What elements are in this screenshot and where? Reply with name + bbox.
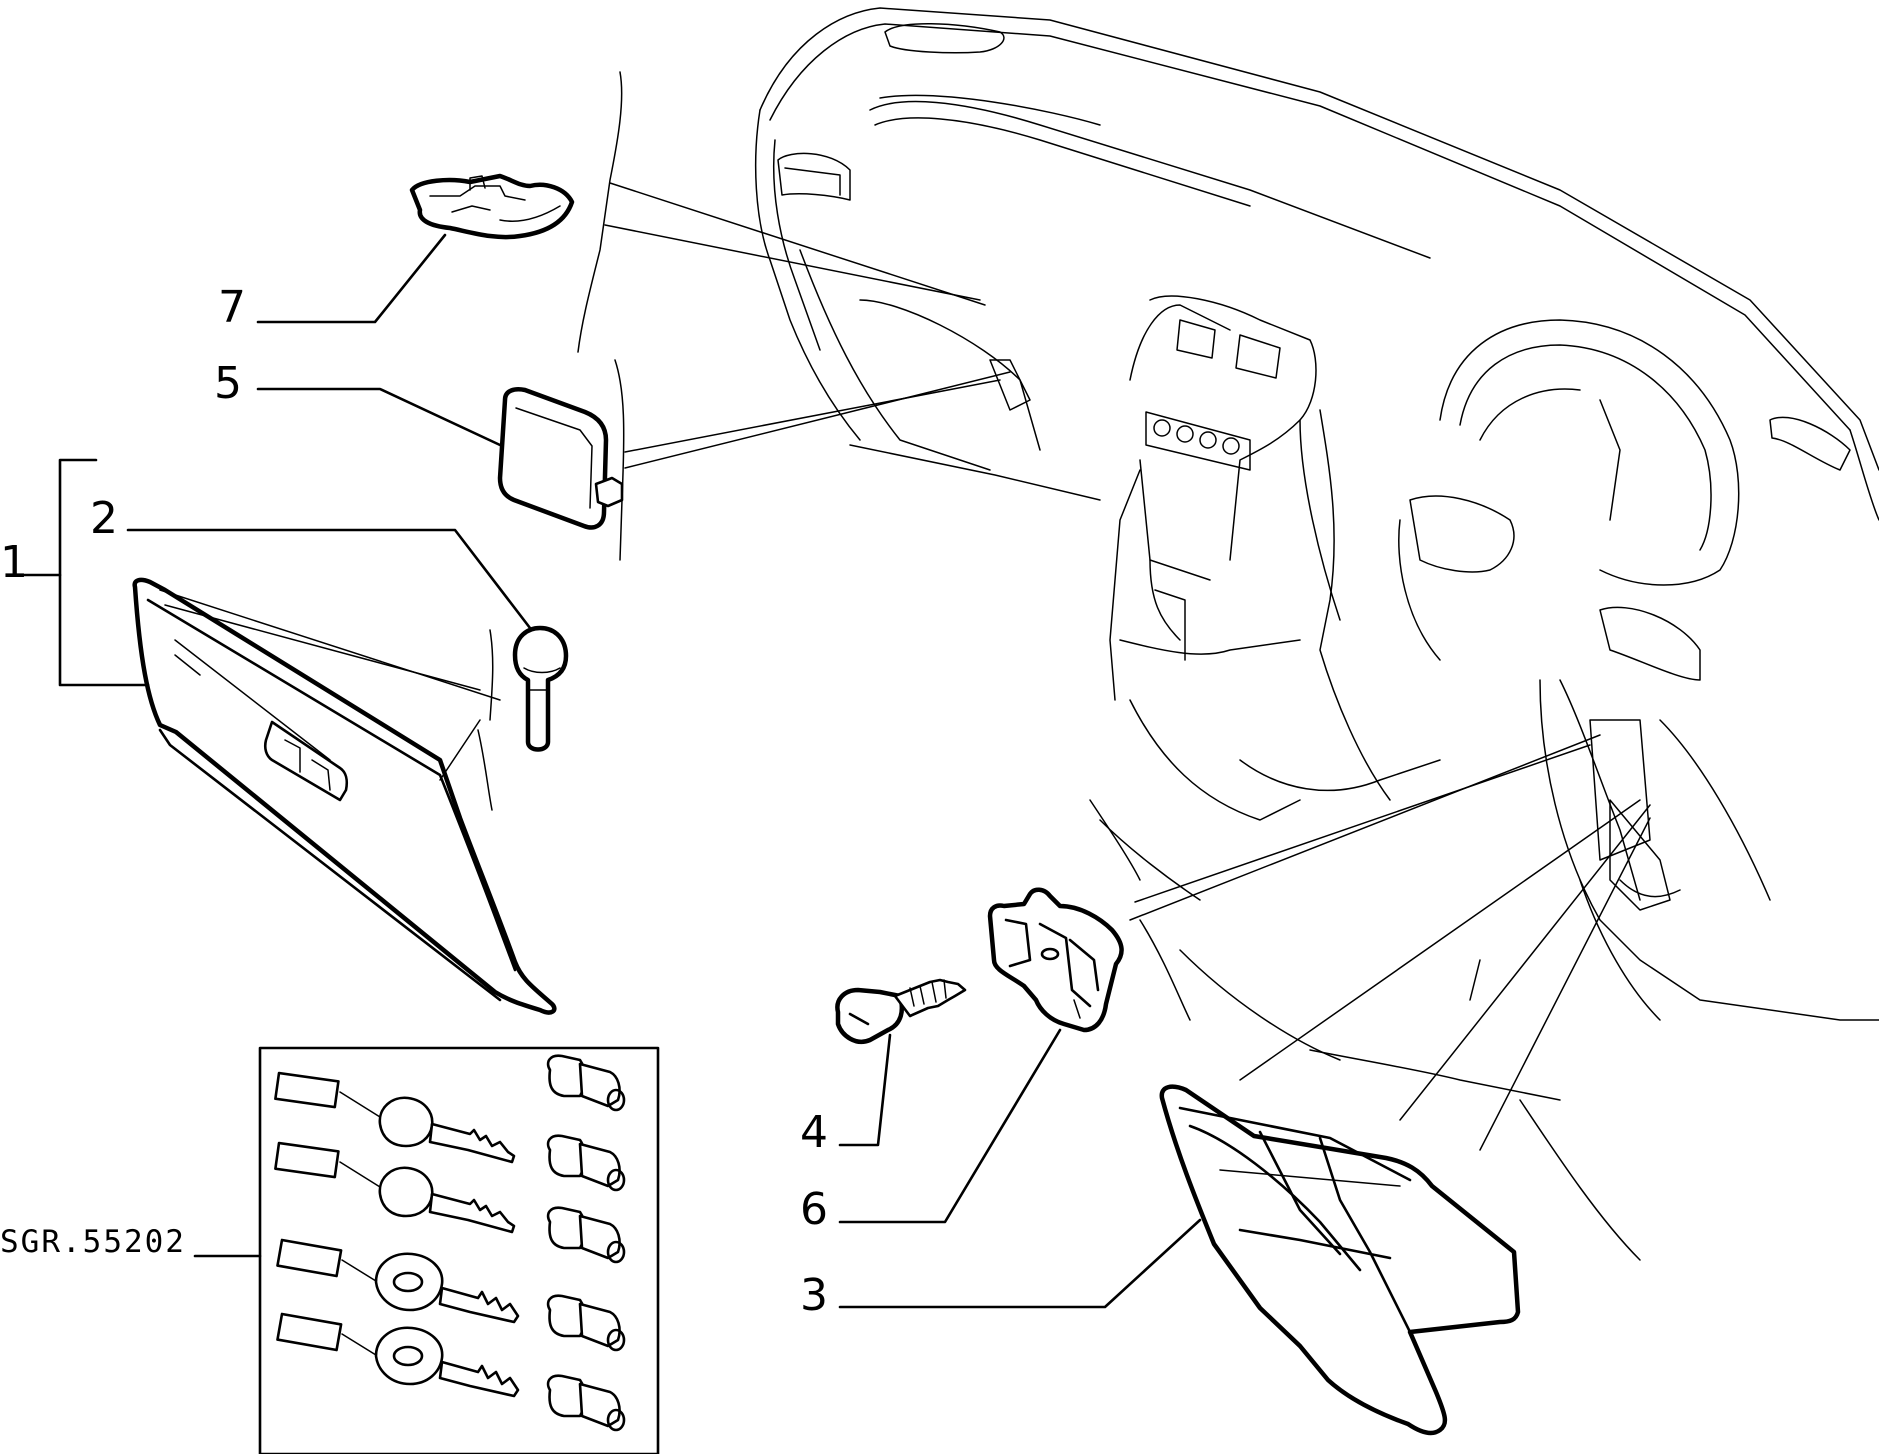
reference-code: SGR.55202 — [0, 1224, 186, 1260]
leader-1-bracket — [58, 458, 150, 687]
leader-lines — [22, 233, 1202, 1309]
part-2-pin — [512, 625, 569, 752]
projection-lines — [159, 71, 1651, 1151]
leader-5 — [256, 387, 502, 447]
part-1-glovebox-lid — [132, 577, 557, 1015]
leader-7 — [256, 233, 447, 324]
key-4 — [276, 1312, 520, 1398]
key-1 — [274, 1071, 516, 1164]
part-4-screw — [835, 978, 967, 1044]
callout-7: 7 — [218, 282, 246, 333]
part-5-cover — [497, 387, 624, 530]
dashboard-illustration — [754, 7, 1879, 1261]
key-lock-set — [258, 1046, 660, 1454]
lock-cylinders — [546, 1054, 626, 1432]
leader-3 — [838, 1218, 1202, 1309]
leader-6 — [838, 1028, 1062, 1224]
callout-3: 3 — [800, 1270, 828, 1321]
callout-2: 2 — [90, 493, 118, 544]
key-2 — [274, 1141, 516, 1234]
part-6-bracket — [987, 887, 1124, 1033]
key-3 — [276, 1238, 520, 1324]
callout-6: 6 — [800, 1184, 828, 1235]
part-3-glovebox-bin — [1159, 1084, 1521, 1436]
callout-1: 1 — [0, 537, 28, 588]
leader-4 — [838, 1033, 892, 1147]
callout-5: 5 — [214, 358, 242, 409]
part-7-clip — [409, 173, 575, 240]
leader-2 — [126, 528, 532, 630]
callout-4: 4 — [800, 1107, 828, 1158]
